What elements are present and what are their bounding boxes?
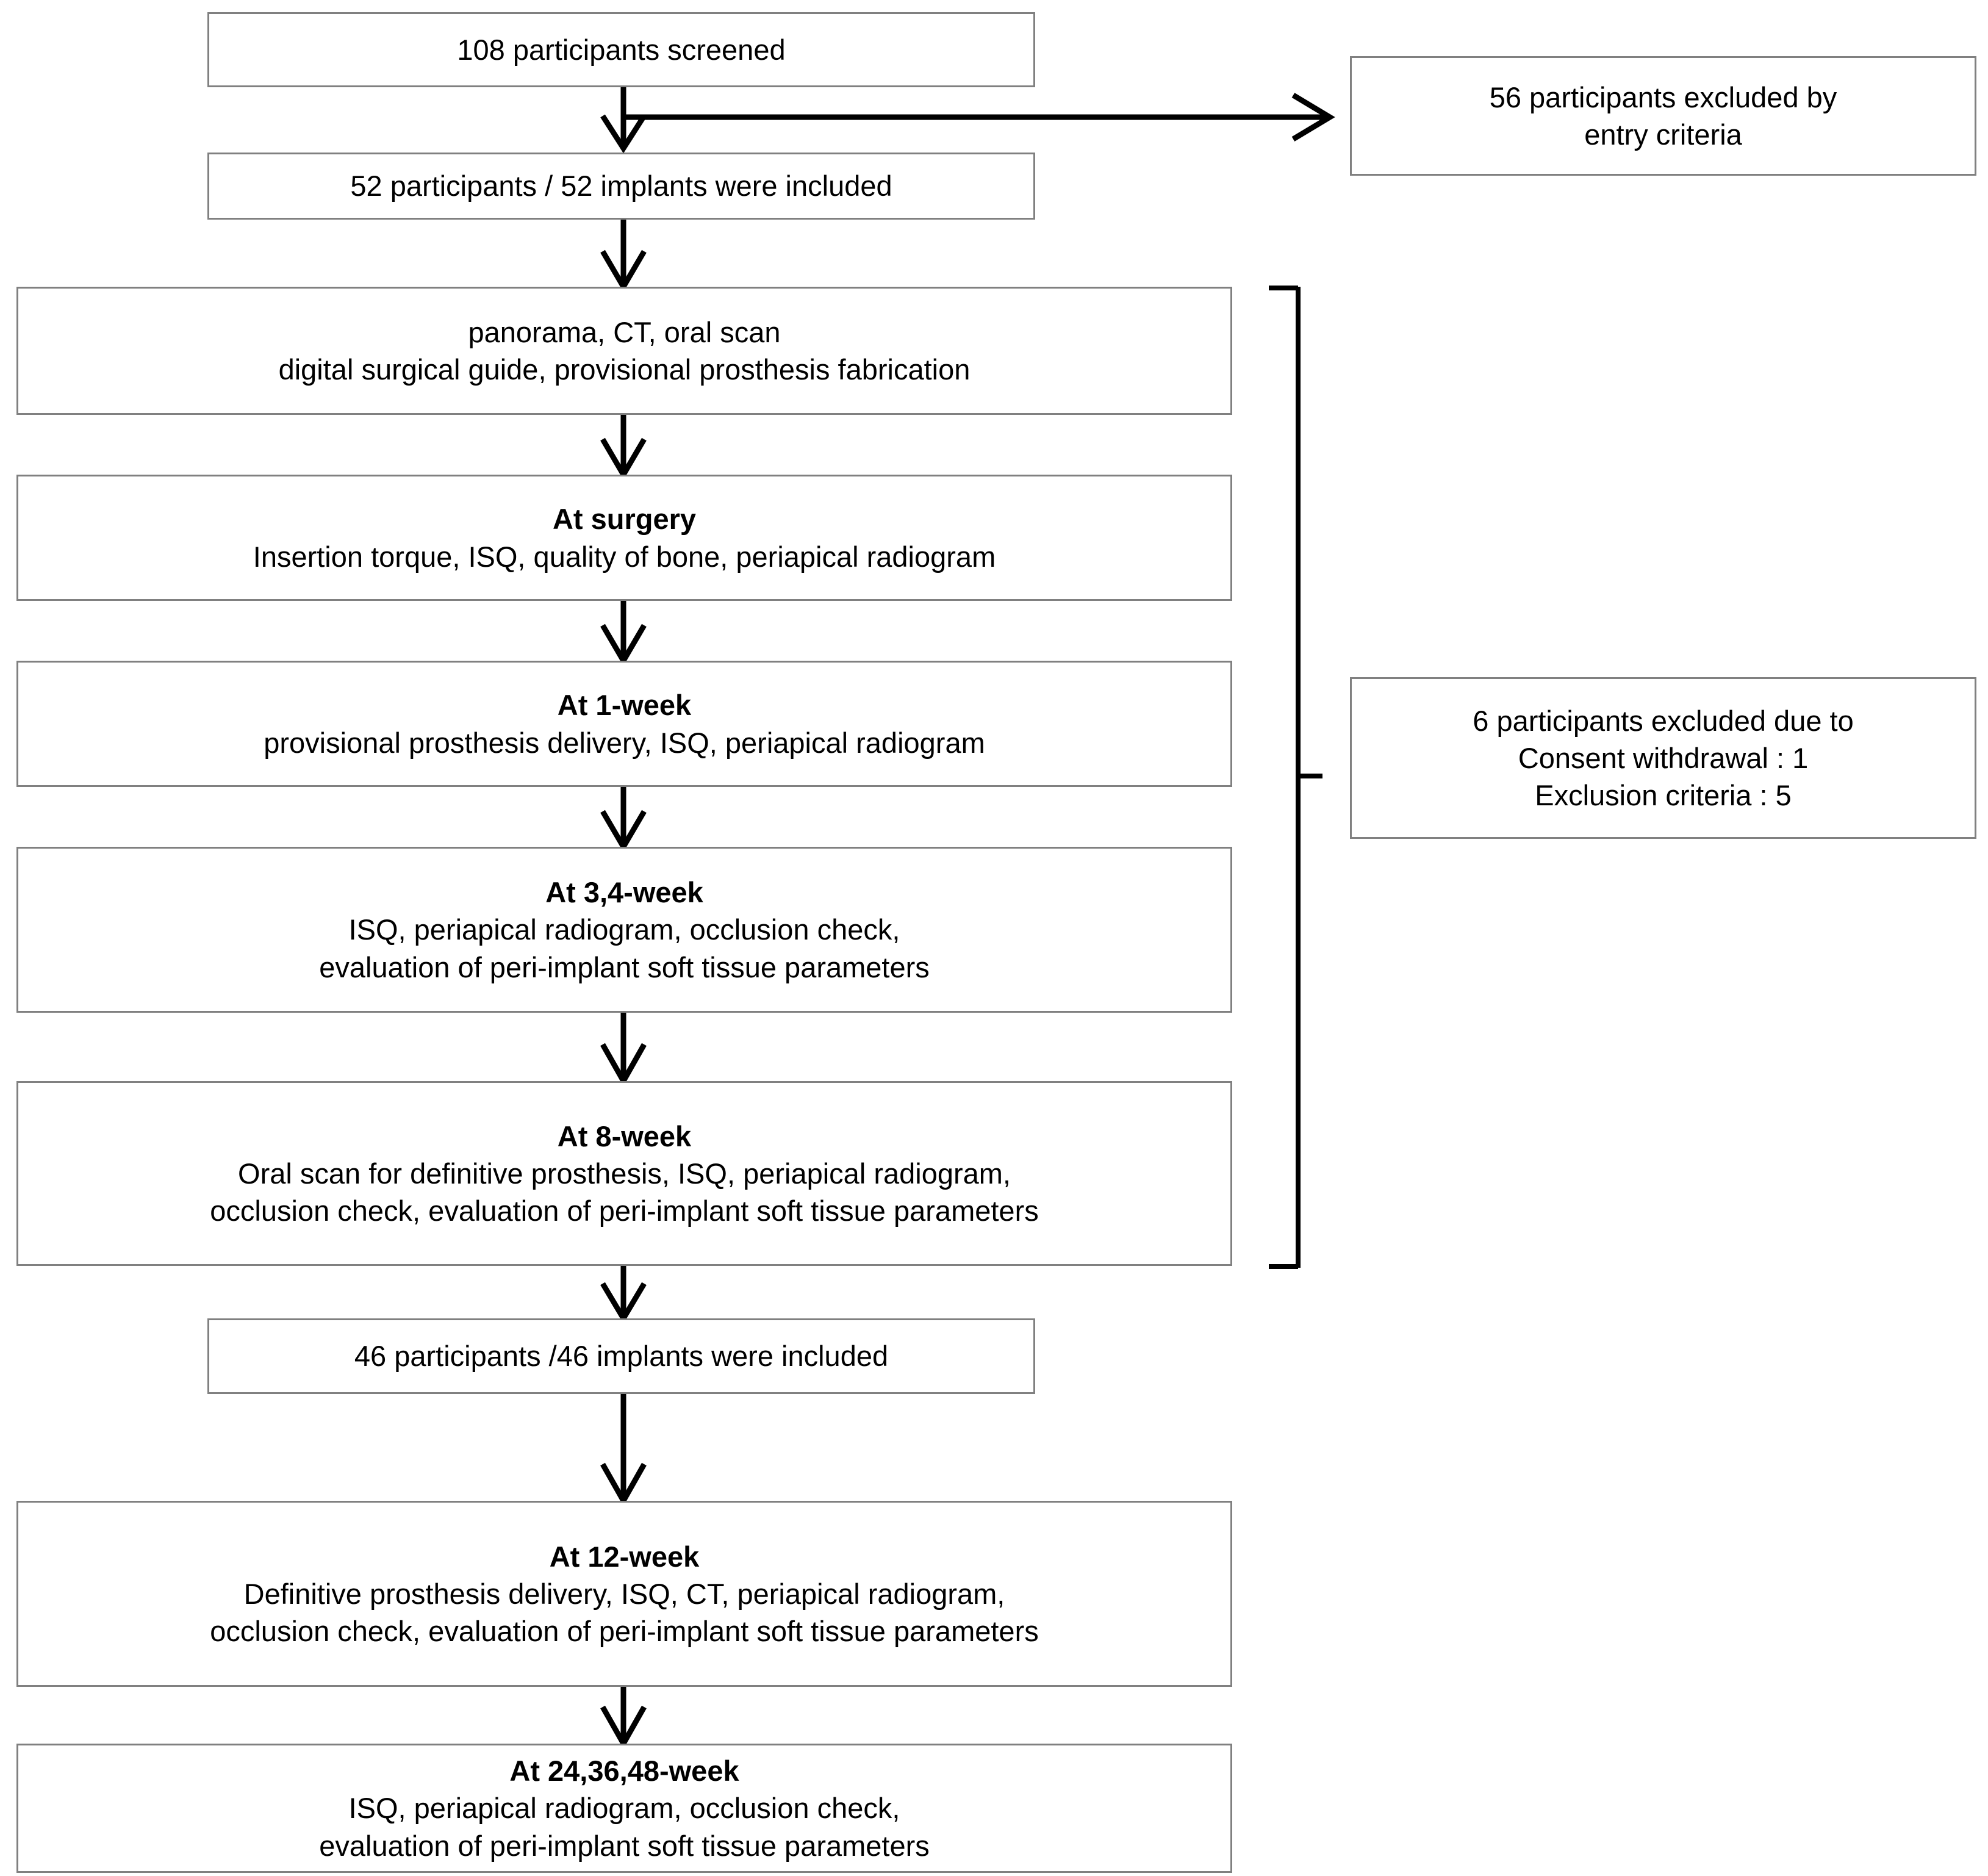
arrowhead-34week-to-8week — [600, 1043, 647, 1087]
arrowhead-included52-to-planning — [600, 250, 647, 292]
box-planning: panorama, CT, oral scan digital surgical… — [16, 287, 1232, 415]
box-excluded-entry-line1: 56 participants excluded by — [1489, 81, 1837, 113]
box-excluded-entry-criteria: 56 participants excluded by entry criter… — [1350, 56, 1976, 176]
box-at-12-week-line2: occlusion check, evaluation of peri-impl… — [210, 1615, 1039, 1648]
box-at-surgery-line1: Insertion torque, ISQ, quality of bone, … — [253, 540, 996, 573]
box-at-8-week-title: At 8-week — [557, 1119, 692, 1152]
box-at-1-week-title: At 1-week — [557, 689, 692, 722]
box-at-3-4-week-line1: ISQ, periapical radiogram, occlusion che… — [348, 913, 900, 946]
arrowhead-12week-to-244848week — [600, 1705, 647, 1750]
box-at-24-36-48-week-line1: ISQ, periapical radiogram, occlusion che… — [348, 1792, 900, 1825]
box-at-3-4-week-title: At 3,4-week — [545, 876, 703, 909]
box-excluded-during-study: 6 participants excluded due to Consent w… — [1350, 677, 1976, 839]
arrowhead-planning-to-surgery — [600, 437, 647, 480]
box-at-8-week-line1: Oral scan for definitive prosthesis, ISQ… — [238, 1157, 1011, 1190]
box-included52-text: 52 participants / 52 implants were inclu… — [350, 170, 892, 203]
box-at-8-week-line2: occlusion check, evaluation of peri-impl… — [210, 1195, 1039, 1227]
box-at-1-week-line1: provisional prosthesis delivery, ISQ, pe… — [264, 726, 985, 759]
box-at-surgery: At surgery Insertion torque, ISQ, qualit… — [16, 475, 1232, 601]
box-excluded-entry-line2: entry criteria — [1584, 118, 1742, 151]
box-included-46: 46 participants /46 implants were includ… — [207, 1318, 1035, 1394]
arrowhead-included46-to-12week — [600, 1462, 647, 1507]
box-planning-line1: panorama, CT, oral scan — [468, 315, 781, 348]
arrowhead-8week-to-included46 — [600, 1282, 647, 1324]
arrowhead-screened-to-excluded-entry — [1291, 93, 1335, 142]
box-at-1-week: At 1-week provisional prosthesis deliver… — [16, 661, 1232, 787]
box-excluded-during-line1: 6 participants excluded due to — [1473, 704, 1854, 737]
box-screened-text: 108 participants screened — [457, 33, 786, 66]
box-at-24-36-48-week: At 24,36,48-week ISQ, periapical radiogr… — [16, 1744, 1232, 1873]
box-participants-screened: 108 participants screened — [207, 12, 1035, 87]
box-at-12-week-line1: Definitive prosthesis delivery, ISQ, CT,… — [243, 1577, 1005, 1610]
box-at-24-36-48-week-title: At 24,36,48-week — [509, 1755, 739, 1788]
box-included-52: 52 participants / 52 implants were inclu… — [207, 153, 1035, 220]
phase-bracket — [1269, 286, 1322, 1269]
box-at-3-4-week-line2: evaluation of peri-implant soft tissue p… — [319, 951, 930, 983]
box-at-8-week: At 8-week Oral scan for definitive prost… — [16, 1081, 1232, 1266]
box-included46-text: 46 participants /46 implants were includ… — [354, 1340, 889, 1373]
box-at-24-36-48-week-line2: evaluation of peri-implant soft tissue p… — [319, 1829, 930, 1862]
box-at-12-week: At 12-week Definitive prosthesis deliver… — [16, 1501, 1232, 1687]
box-excluded-during-line3: Exclusion criteria : 5 — [1535, 779, 1792, 812]
box-at-12-week-title: At 12-week — [549, 1540, 700, 1573]
box-at-surgery-title: At surgery — [552, 503, 697, 536]
arrowhead-surgery-to-1week — [600, 624, 647, 666]
box-at-3-4-week: At 3,4-week ISQ, periapical radiogram, o… — [16, 847, 1232, 1013]
arrowhead-1week-to-34week — [600, 810, 647, 852]
box-excluded-during-line2: Consent withdrawal : 1 — [1518, 741, 1809, 774]
arrowhead-screened-to-included52 — [600, 114, 647, 154]
box-planning-line2: digital surgical guide, provisional pros… — [278, 353, 971, 386]
